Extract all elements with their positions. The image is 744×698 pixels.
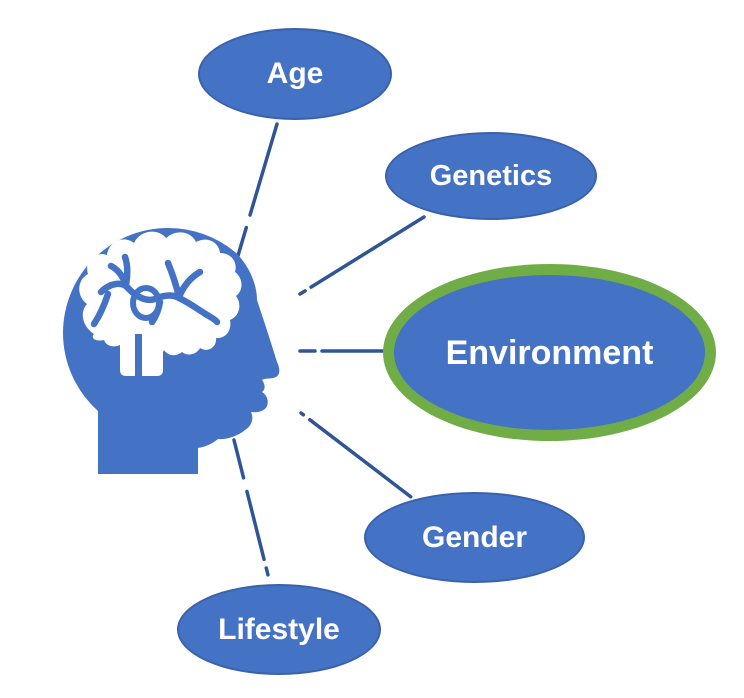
connector-head-gender <box>299 411 413 499</box>
node-gender[interactable]: Gender <box>364 492 585 583</box>
node-lifestyle-label: Lifestyle <box>218 612 340 646</box>
node-genetics-label: Genetics <box>429 159 553 192</box>
connector-head-genetics <box>298 215 426 296</box>
node-environment-label: Environment <box>445 333 654 372</box>
node-age[interactable]: Age <box>198 28 392 120</box>
node-lifestyle[interactable]: Lifestyle <box>177 584 381 675</box>
head-brain-icon[interactable] <box>63 227 280 474</box>
node-age-label: Age <box>266 57 324 90</box>
node-environment-highlight-ring[interactable]: Environment <box>383 264 716 441</box>
node-genetics[interactable]: Genetics <box>385 132 597 220</box>
connector-head-age <box>235 122 279 261</box>
node-gender-label: Gender <box>421 520 528 554</box>
connector-head-lifestyle <box>232 438 270 577</box>
brain-branches <box>90 253 221 378</box>
node-environment[interactable]: Environment <box>394 275 705 430</box>
